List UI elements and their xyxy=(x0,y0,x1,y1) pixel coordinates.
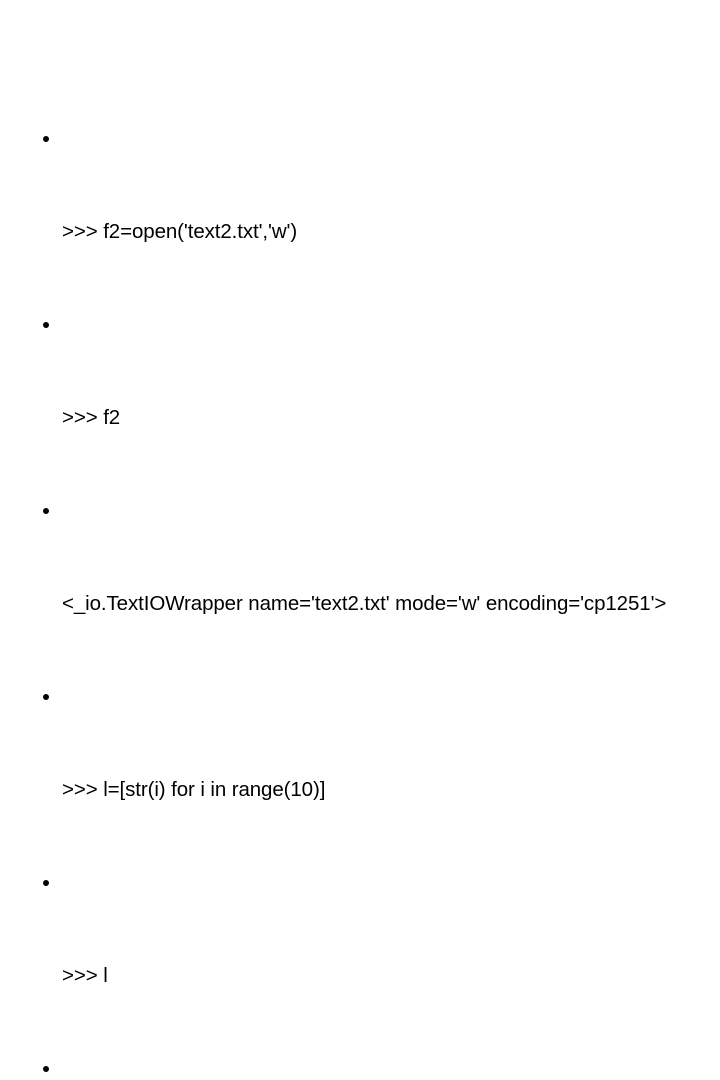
bullet-dot-icon xyxy=(43,694,49,700)
list-item-label: >>> f2 xyxy=(62,406,121,429)
list-item: <_io.TextIOWrapper name='text2.txt' mode… xyxy=(30,495,690,681)
bullet-list-main: >>> f2=open('text2.txt','w') >>> f2 <_io… xyxy=(30,123,690,1080)
list-item-label: >>> l xyxy=(62,964,108,987)
list-item: >>> l xyxy=(30,867,690,1053)
list-item: >>> f2=open('text2.txt','w') xyxy=(30,123,690,309)
list-item: ['0', '1', '2', '3', '4', '5', '6', '7',… xyxy=(30,1053,690,1080)
bullet-dot-icon xyxy=(43,136,49,142)
list-item-label: >>> f2=open('text2.txt','w') xyxy=(62,220,298,243)
list-item-label: >>> l=[str(i) for i in range(10)] xyxy=(62,778,326,801)
list-item: >>> l=[str(i) for i in range(10)] xyxy=(30,681,690,867)
bullet-dot-icon xyxy=(43,880,49,886)
content-placeholder: >>> f2=open('text2.txt','w') >>> f2 <_io… xyxy=(30,123,690,1080)
bullet-dot-icon xyxy=(43,1066,49,1072)
bullet-dot-icon xyxy=(43,508,49,514)
slide-canvas: >>> f2=open('text2.txt','w') >>> f2 <_io… xyxy=(43,136,667,1072)
list-item: >>> f2 xyxy=(30,309,690,495)
list-item-label: <_io.TextIOWrapper name='text2.txt' mode… xyxy=(62,592,667,615)
bullet-dot-icon xyxy=(43,322,49,328)
